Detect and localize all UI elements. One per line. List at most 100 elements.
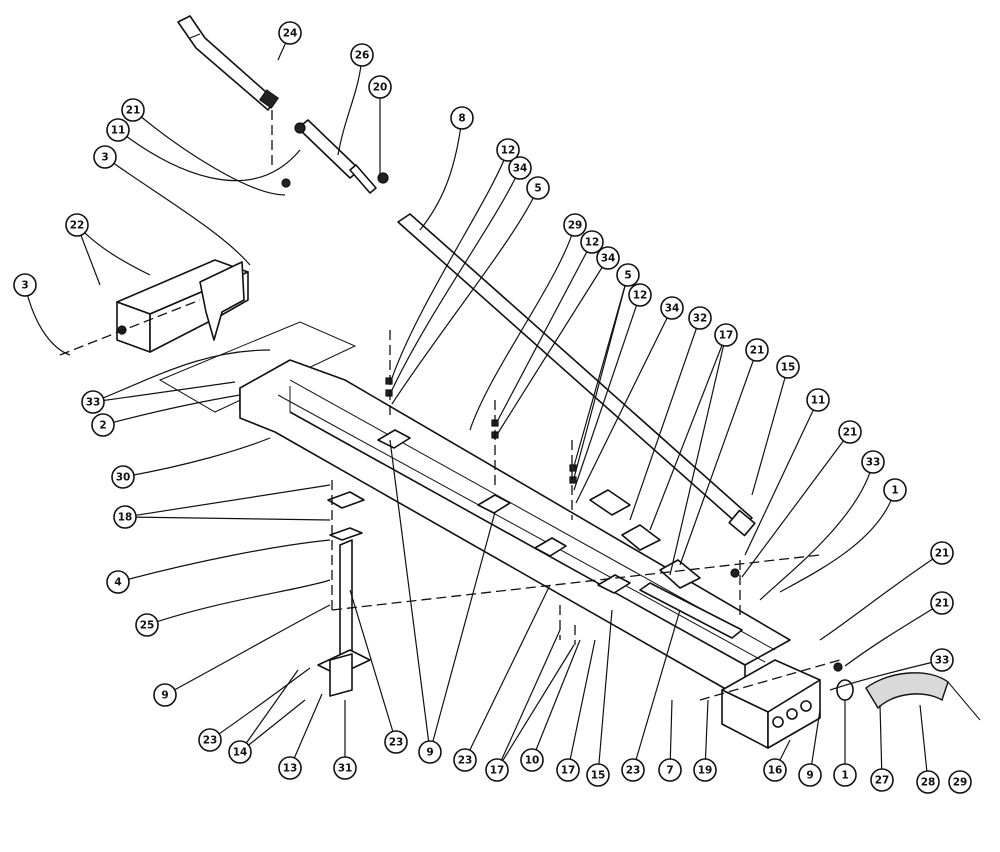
callout-circle bbox=[763, 758, 787, 782]
callout-label: 22 bbox=[70, 220, 85, 232]
callout-circle bbox=[508, 156, 532, 180]
callout-label: 17 bbox=[719, 330, 734, 342]
callout-circle bbox=[833, 763, 857, 787]
callout-circle bbox=[153, 683, 177, 707]
callout-circle bbox=[616, 263, 640, 287]
leader-lines bbox=[24, 32, 943, 783]
callout-label: 12 bbox=[633, 290, 648, 302]
callout-circle bbox=[563, 213, 587, 237]
callout-12: 12 bbox=[580, 230, 604, 254]
callout-circle bbox=[111, 465, 135, 489]
callout-circle bbox=[113, 505, 137, 529]
callout-label: 23 bbox=[458, 755, 473, 767]
callout-circle bbox=[660, 296, 684, 320]
callout-label: 2 bbox=[99, 420, 106, 432]
callout-32: 32 bbox=[688, 306, 712, 330]
callout-circle bbox=[350, 43, 374, 67]
callout-24: 24 bbox=[278, 21, 302, 45]
callout-circle bbox=[596, 246, 620, 270]
callout-circle bbox=[870, 768, 894, 792]
callout-26: 26 bbox=[350, 43, 374, 67]
callout-18: 18 bbox=[113, 505, 137, 529]
callout-circle bbox=[198, 728, 222, 752]
callout-circle bbox=[81, 390, 105, 414]
callout-7: 7 bbox=[658, 758, 682, 782]
callout-circle bbox=[13, 273, 37, 297]
callout-11: 11 bbox=[806, 388, 830, 412]
upper-arm-part bbox=[177, 15, 280, 111]
callout-label: 21 bbox=[750, 345, 765, 357]
callout-21: 21 bbox=[930, 591, 954, 615]
callout-circle bbox=[930, 541, 954, 565]
callout-circle bbox=[368, 75, 392, 99]
support-tube-part bbox=[639, 582, 743, 639]
callout-21: 21 bbox=[838, 420, 862, 444]
callout-30: 30 bbox=[111, 465, 135, 489]
callout-circle bbox=[916, 770, 940, 794]
callout-label: 15 bbox=[781, 362, 796, 374]
callout-label: 9 bbox=[806, 770, 813, 782]
callout-34: 34 bbox=[596, 246, 620, 270]
callout-label: 32 bbox=[693, 313, 708, 325]
callout-label: 17 bbox=[561, 765, 576, 777]
callout-29: 29 bbox=[948, 770, 972, 794]
fastener-stacks bbox=[281, 178, 843, 672]
callout-circle bbox=[838, 420, 862, 444]
callout-29: 29 bbox=[563, 213, 587, 237]
leg-stand-part bbox=[317, 491, 371, 697]
callout-label: 29 bbox=[953, 777, 968, 789]
callout-circle bbox=[861, 450, 885, 474]
callout-circle bbox=[333, 756, 357, 780]
callout-circle bbox=[621, 758, 645, 782]
callout-4: 4 bbox=[106, 570, 130, 594]
callout-21: 21 bbox=[930, 541, 954, 565]
callout-circle bbox=[580, 230, 604, 254]
callout-9: 9 bbox=[418, 740, 442, 764]
callout-circle bbox=[93, 145, 117, 169]
callout-circle bbox=[556, 758, 580, 782]
callout-circle bbox=[278, 756, 302, 780]
callout-circle bbox=[496, 138, 520, 162]
callout-label: 13 bbox=[283, 763, 298, 775]
callout-23: 23 bbox=[453, 748, 477, 772]
callout-circle bbox=[930, 648, 954, 672]
callout-3: 3 bbox=[13, 273, 37, 297]
hydraulic-cylinder-part bbox=[294, 119, 389, 194]
callout-circle bbox=[278, 21, 302, 45]
callout-20: 20 bbox=[368, 75, 392, 99]
beam-brackets bbox=[377, 429, 701, 594]
callout-27: 27 bbox=[870, 768, 894, 792]
callout-circle bbox=[586, 763, 610, 787]
callout-label: 21 bbox=[935, 598, 950, 610]
cover-sleeve-part bbox=[865, 672, 981, 721]
callout-33: 33 bbox=[81, 390, 105, 414]
callout-circle bbox=[948, 770, 972, 794]
callout-15: 15 bbox=[586, 763, 610, 787]
callout-label: 3 bbox=[21, 280, 28, 292]
callout-19: 19 bbox=[693, 758, 717, 782]
assembly-lines bbox=[59, 110, 841, 701]
callout-label: 17 bbox=[490, 765, 505, 777]
callout-circle bbox=[91, 413, 115, 437]
callout-10: 10 bbox=[520, 748, 544, 772]
callout-circle bbox=[453, 748, 477, 772]
callout-label: 30 bbox=[116, 472, 131, 484]
callout-label: 33 bbox=[86, 397, 101, 409]
callout-21: 21 bbox=[121, 98, 145, 122]
callout-label: 34 bbox=[665, 303, 680, 315]
callout-circle bbox=[106, 570, 130, 594]
callout-label: 29 bbox=[568, 220, 583, 232]
callout-label: 1 bbox=[841, 770, 848, 782]
callout-label: 18 bbox=[118, 512, 133, 524]
callout-circle bbox=[450, 106, 474, 130]
callout-circle bbox=[930, 591, 954, 615]
callout-15: 15 bbox=[776, 355, 800, 379]
callout-circle bbox=[520, 748, 544, 772]
callout-circle bbox=[121, 98, 145, 122]
callout-circle bbox=[883, 478, 907, 502]
callout-label: 5 bbox=[624, 270, 631, 282]
callout-25: 25 bbox=[135, 613, 159, 637]
callout-label: 31 bbox=[338, 763, 353, 775]
